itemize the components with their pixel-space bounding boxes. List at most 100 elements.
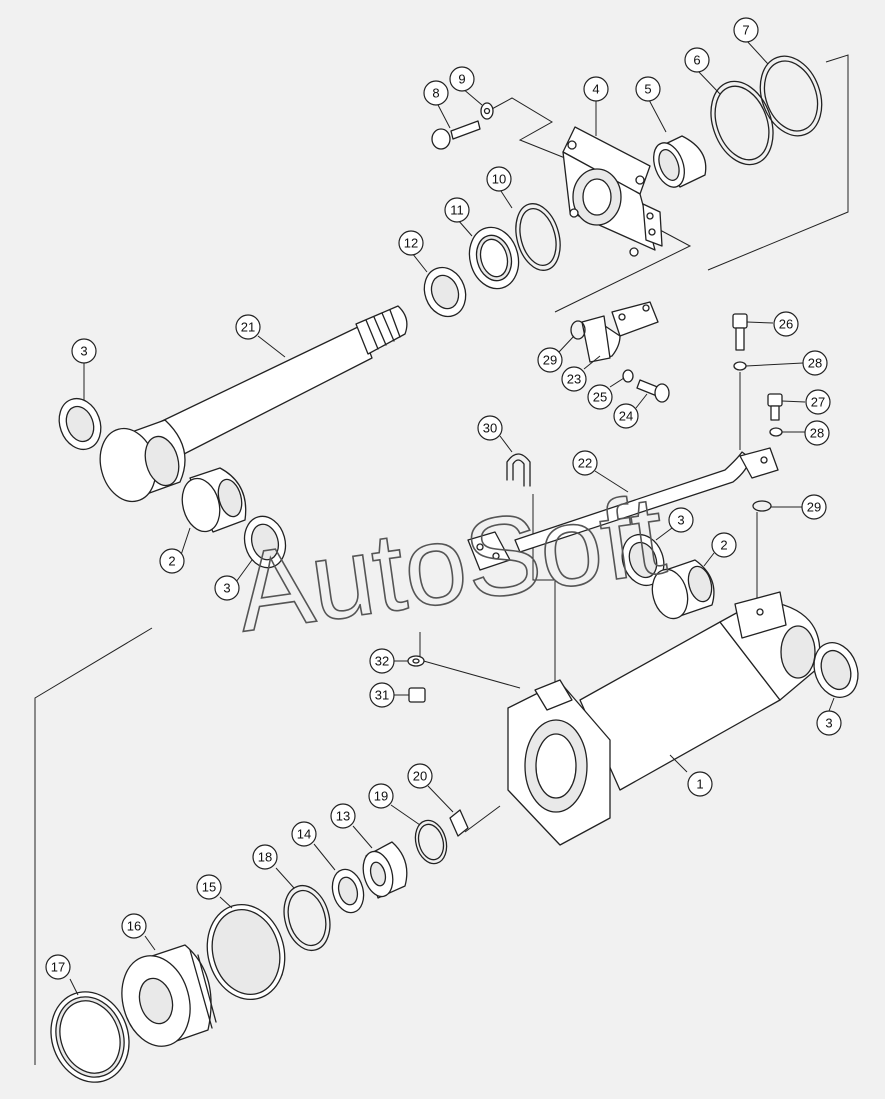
- nut-12: [423, 266, 467, 318]
- svg-text:19: 19: [374, 789, 388, 804]
- svg-text:7: 7: [742, 23, 749, 38]
- bolt-26: [732, 313, 748, 351]
- callouts: 1 2 2 3 3 3 3 4 5 6 7 8 9 10 11 12 13 14…: [45, 17, 842, 980]
- svg-text:11: 11: [450, 203, 464, 218]
- seal-17: [50, 991, 130, 1083]
- ring-7: [759, 55, 823, 137]
- svg-text:22: 22: [578, 456, 592, 471]
- callout-3-rod: 3: [214, 575, 240, 601]
- bearing-3-right-bottom: [813, 642, 859, 698]
- svg-text:30: 30: [483, 421, 497, 436]
- callout-31: 31: [369, 682, 395, 708]
- svg-text:18: 18: [258, 850, 272, 865]
- svg-text:2: 2: [168, 554, 175, 569]
- callout-18: 18: [252, 844, 278, 870]
- svg-text:3: 3: [825, 716, 832, 731]
- svg-text:8: 8: [432, 86, 439, 101]
- svg-text:29: 29: [807, 500, 821, 515]
- oring-29-top: [570, 320, 586, 340]
- svg-text:3: 3: [80, 344, 87, 359]
- callout-1: 1: [687, 771, 713, 797]
- callout-21: 21: [235, 314, 261, 340]
- washer-32: [407, 655, 425, 667]
- svg-text:20: 20: [413, 769, 427, 784]
- svg-text:4: 4: [592, 82, 599, 97]
- bushing-2-left: [181, 467, 247, 533]
- pipe-22: [467, 447, 779, 571]
- svg-text:17: 17: [51, 960, 65, 975]
- ring-6: [710, 80, 774, 166]
- svg-text:10: 10: [492, 172, 506, 187]
- svg-text:29: 29: [543, 353, 557, 368]
- callout-2-left: 2: [159, 548, 185, 574]
- bushing-5: [653, 135, 707, 188]
- svg-text:31: 31: [375, 688, 389, 703]
- callout-6: 6: [684, 47, 710, 73]
- callout-15: 15: [196, 874, 222, 900]
- svg-text:12: 12: [404, 236, 418, 251]
- svg-text:24: 24: [619, 409, 633, 424]
- oring-29-right: [752, 500, 772, 512]
- callout-3-top-left: 3: [71, 338, 97, 364]
- callout-3-right-bottom: 3: [816, 710, 842, 736]
- callout-29-right: 29: [801, 494, 827, 520]
- wear-ring-15: [206, 903, 286, 1001]
- svg-text:9: 9: [458, 72, 465, 87]
- svg-text:3: 3: [677, 513, 684, 528]
- callout-16: 16: [121, 913, 147, 939]
- bolt-24: [636, 379, 670, 403]
- ubolt-30: [506, 453, 531, 487]
- svg-text:3: 3: [223, 581, 230, 596]
- svg-text:28: 28: [810, 426, 824, 441]
- svg-text:AutoSoft: AutoSoft: [229, 472, 672, 656]
- svg-text:1: 1: [696, 777, 703, 792]
- callout-28-upper: 28: [802, 350, 828, 376]
- nut-13: [362, 841, 408, 899]
- bolt-27: [767, 393, 783, 421]
- svg-text:25: 25: [593, 390, 607, 405]
- callout-22: 22: [572, 450, 598, 476]
- svg-text:23: 23: [567, 372, 581, 387]
- svg-text:26: 26: [779, 317, 793, 332]
- callout-24: 24: [613, 403, 639, 429]
- washer-25: [622, 369, 634, 383]
- callout-14: 14: [291, 821, 317, 847]
- callout-32: 32: [369, 648, 395, 674]
- bushing-2-right: [651, 559, 715, 620]
- watermark: AutoSoft: [228, 471, 672, 656]
- bearing-3-rod: [243, 515, 287, 569]
- oring-10: [515, 203, 561, 271]
- svg-text:16: 16: [127, 919, 141, 934]
- callout-7: 7: [733, 17, 759, 43]
- bearing-3-right-top: [621, 533, 665, 587]
- callout-10: 10: [486, 166, 512, 192]
- washer-28-upper: [733, 361, 747, 371]
- callout-19: 19: [368, 783, 394, 809]
- callout-25: 25: [587, 384, 613, 410]
- nut-31: [408, 687, 426, 703]
- callout-27: 27: [805, 389, 831, 415]
- piston-rod-21: [99, 305, 408, 503]
- callout-28-lower: 28: [804, 420, 830, 446]
- pipe-23: [581, 301, 659, 363]
- ring-14: [331, 868, 365, 914]
- callout-2-right: 2: [711, 532, 737, 558]
- callout-12: 12: [398, 230, 424, 256]
- plug-20: [449, 809, 469, 837]
- washer-9: [480, 102, 494, 120]
- washer-28-lower: [769, 427, 783, 437]
- oring-18: [283, 884, 331, 952]
- callout-3-right-top: 3: [668, 507, 694, 533]
- svg-text:2: 2: [720, 538, 727, 553]
- svg-text:32: 32: [375, 654, 389, 669]
- oring-19: [414, 819, 448, 865]
- bearing-3-left: [58, 397, 102, 451]
- callout-9: 9: [449, 66, 475, 92]
- svg-text:21: 21: [241, 320, 255, 335]
- svg-text:28: 28: [808, 356, 822, 371]
- svg-text:13: 13: [336, 809, 350, 824]
- callout-26: 26: [773, 311, 799, 337]
- gland-4: [562, 126, 663, 257]
- leader-lines: [69, 39, 835, 996]
- piston-16: [121, 944, 217, 1047]
